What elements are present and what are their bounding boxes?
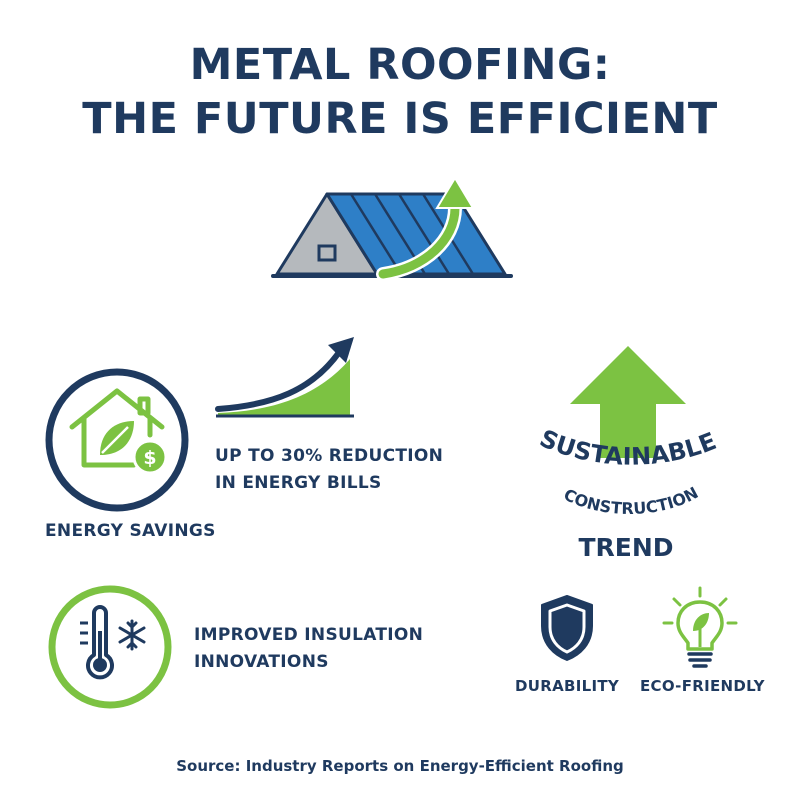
energy-bill-reduction-text: UP TO 30% REDUCTION IN ENERGY BILLS (215, 443, 475, 497)
up-arrow-icon (570, 346, 686, 458)
insulation-text: IMPROVED INSULATION INNOVATIONS (194, 622, 454, 676)
trend-line-3: TREND (578, 533, 673, 562)
energy-savings-label: ENERGY SAVINGS (45, 521, 216, 541)
eco-friendly-label: ECO-FRIENDLY (640, 677, 765, 695)
title-line-2: THE FUTURE IS EFFICIENT (82, 94, 718, 144)
thermometer-snowflake-icon (48, 585, 172, 709)
svg-text:$: $ (143, 447, 156, 469)
metal-roof-icon (271, 176, 513, 281)
durability-label: DURABILITY (515, 677, 620, 695)
growth-arrow-icon (376, 176, 475, 281)
source-note: Source: Industry Reports on Energy-Effic… (176, 757, 624, 775)
insulation-line-2: INNOVATIONS (194, 652, 329, 672)
shield-icon (541, 595, 593, 661)
house-leaf-dollar-icon: $ (45, 368, 189, 512)
energy-stat-line-2: IN ENERGY BILLS (215, 473, 382, 493)
rising-curve-chart-icon (215, 337, 354, 418)
insulation-line-1: IMPROVED INSULATION (194, 625, 424, 645)
trend-line-2: CONSTRUCTION (561, 483, 702, 518)
sustainable-trend-graphic: SUSTAINABLE CONSTRUCTION TREND (536, 346, 720, 562)
lightbulb-leaf-icon (662, 586, 738, 668)
title-line-1: METAL ROOFING: (189, 40, 611, 90)
page-title: METAL ROOFING: THE FUTURE IS EFFICIENT (0, 38, 800, 146)
energy-stat-line-1: UP TO 30% REDUCTION (215, 446, 444, 466)
